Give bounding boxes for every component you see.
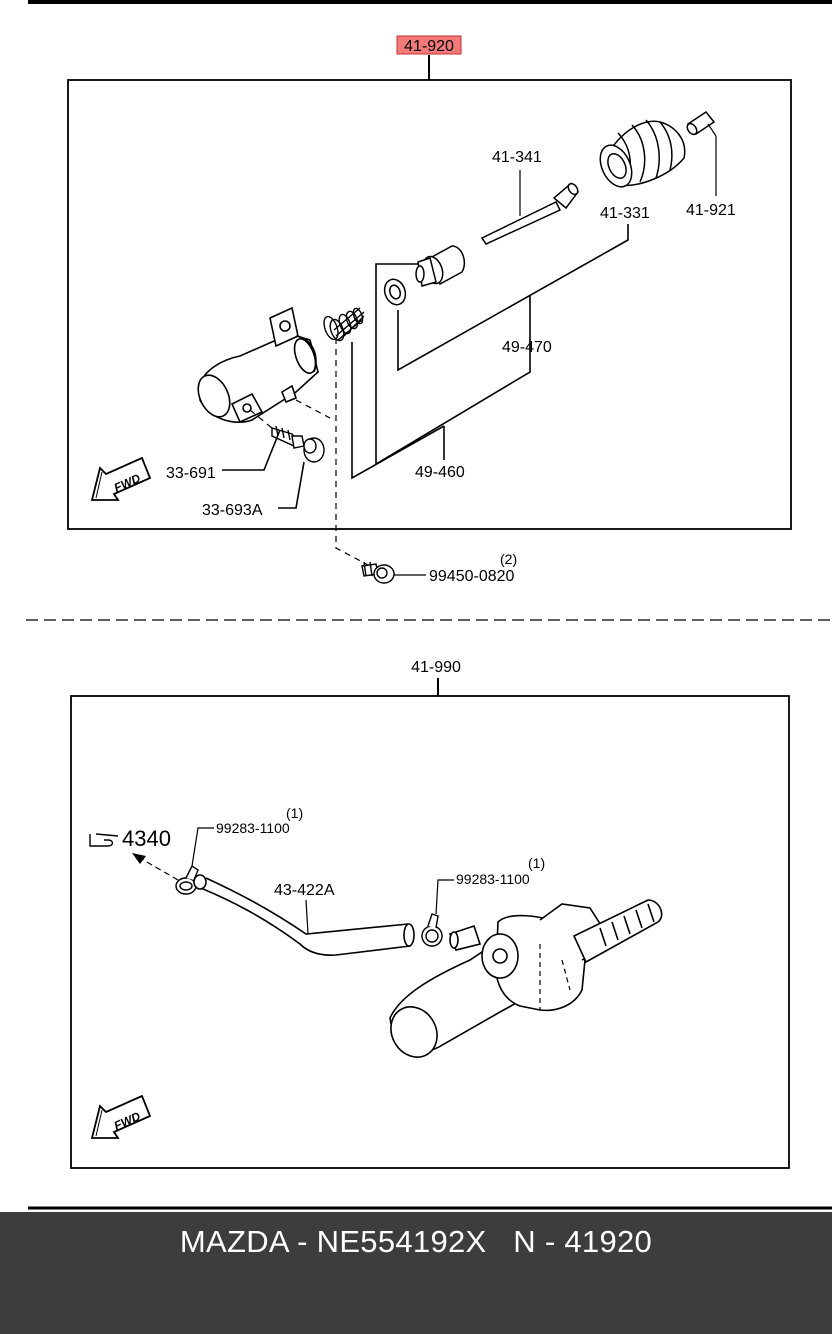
label-99450-0820[interactable]: 99450-0820 xyxy=(429,568,515,585)
spring-part xyxy=(323,307,365,342)
piston-part xyxy=(415,245,466,287)
bolt-part xyxy=(361,561,395,584)
bottom-diagram: 41-990 4340 (1) 99283-1100 43-422A xyxy=(70,659,790,1169)
parts-diagram: 41-920 xyxy=(26,0,832,1210)
clip-right-part xyxy=(421,913,443,947)
clip-right-label[interactable]: 99283-1100 xyxy=(456,871,530,887)
slave-cylinder-body xyxy=(197,306,319,424)
push-rod-part xyxy=(480,182,580,245)
clip-right-qty: (1) xyxy=(528,855,545,871)
hand-pointer-icon xyxy=(89,833,119,847)
clip-left-qty: (1) xyxy=(286,805,303,821)
hose-part xyxy=(193,874,415,956)
master-cylinder-body xyxy=(389,899,663,1058)
bleeder-cap-part xyxy=(303,437,325,463)
footer-title: MAZDA - NE554192X N - 41920 xyxy=(179,1224,653,1259)
bottom-header-part-number[interactable]: 41-990 xyxy=(411,659,461,676)
bracket-lines xyxy=(222,224,629,509)
label-99450-0820-qty: (2) xyxy=(500,551,517,567)
master-cylinder-dashes xyxy=(539,944,571,1010)
header-part-number[interactable]: 41-920 xyxy=(404,38,454,55)
hose-label[interactable]: 43-422A xyxy=(274,882,335,899)
label-49-460[interactable]: 49-460 xyxy=(415,464,465,481)
clip-left-label[interactable]: 99283-1100 xyxy=(216,820,290,836)
label-33-691[interactable]: 33-691 xyxy=(166,465,216,482)
clip-left-part xyxy=(175,864,199,895)
top-diagram: 41-920 xyxy=(67,35,792,585)
fwd-arrow-icon: FWD xyxy=(90,456,152,501)
fwd-arrow-bottom-icon: FWD xyxy=(90,1094,152,1139)
bottom-diagram-frame xyxy=(70,695,790,1169)
footer-bar xyxy=(0,1212,832,1334)
header-part-highlight xyxy=(396,35,462,55)
label-49-470[interactable]: 49-470 xyxy=(502,339,552,356)
reference-arrow xyxy=(132,853,179,881)
label-33-693A[interactable]: 33-693A xyxy=(202,502,263,519)
label-41-331[interactable]: 41-331 xyxy=(600,205,650,222)
seal-part xyxy=(383,278,407,306)
label-41-921[interactable]: 41-921 xyxy=(686,202,736,219)
pin-part xyxy=(686,110,716,136)
top-diagram-frame xyxy=(67,79,792,530)
boot-part xyxy=(599,119,686,188)
assembly-dash-lines xyxy=(249,338,371,567)
reference-4340[interactable]: 4340 xyxy=(122,826,171,851)
label-41-341[interactable]: 41-341 xyxy=(492,149,542,166)
